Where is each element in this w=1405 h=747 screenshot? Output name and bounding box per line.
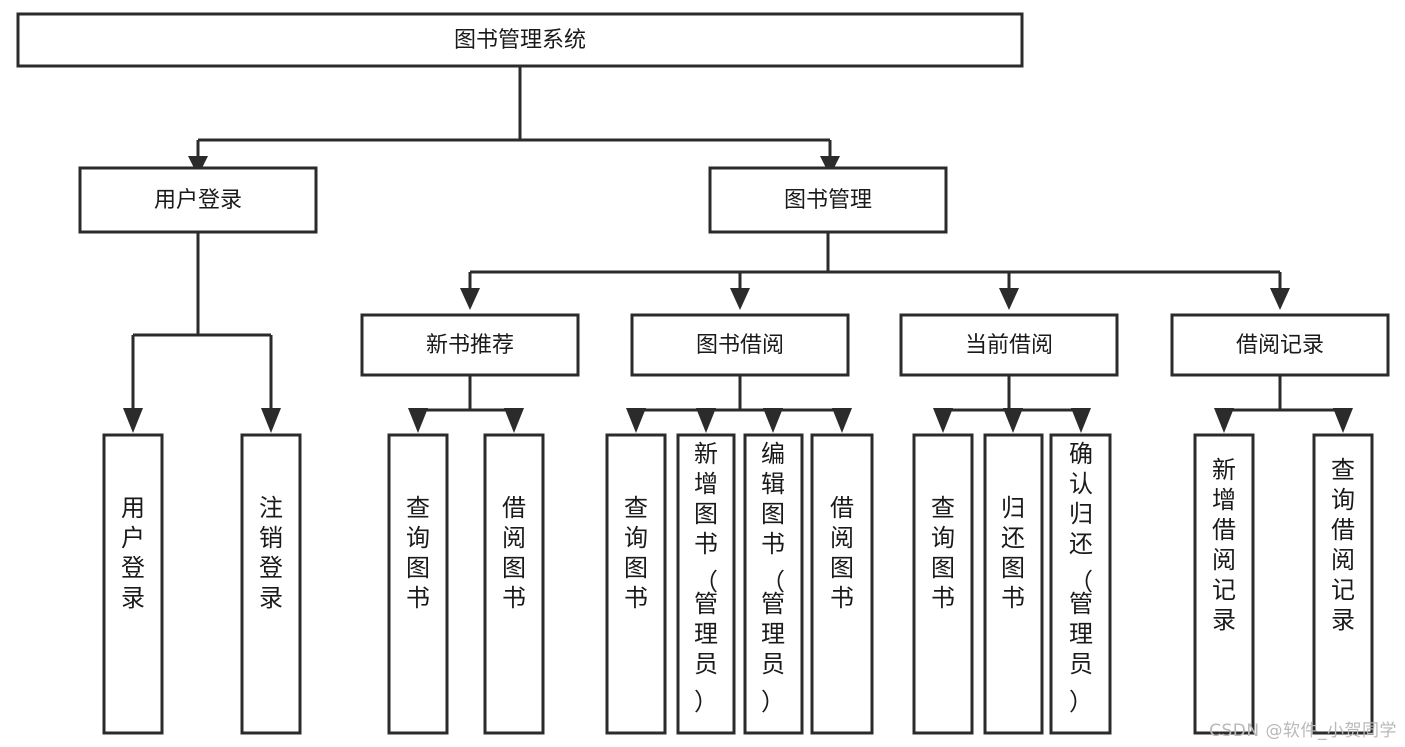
node-leaf-add-book[interactable]: 新增图书（管理员） xyxy=(676,433,736,735)
arrowhead-user-login xyxy=(188,156,208,176)
arrowhead-leaf-return-book xyxy=(1003,408,1023,433)
node-new-book-recommend-box[interactable] xyxy=(360,313,580,377)
node-leaf-borrow-book-1-box[interactable] xyxy=(483,433,545,735)
node-leaf-return-book[interactable]: 归还图书 xyxy=(983,433,1044,735)
node-leaf-query-book-3-label: 查询图书 xyxy=(931,494,955,612)
connector-newbook-to-leaves xyxy=(416,375,516,412)
arrowhead-borrow-record xyxy=(1270,288,1290,310)
node-leaf-query-book-3[interactable]: 查询图书 xyxy=(912,433,974,735)
arrowhead-leaf-query-record xyxy=(1333,408,1353,433)
node-leaf-borrow-book-1-label: 借阅图书 xyxy=(502,494,526,612)
node-new-book-recommend-label: 新书推荐 xyxy=(426,333,514,358)
node-leaf-return-book-label: 归还图书 xyxy=(1001,494,1025,612)
node-leaf-borrow-book-2-label: 借阅图书 xyxy=(830,494,854,612)
arrowhead-leaf-borrow-book-1 xyxy=(504,408,524,433)
connector-borrowrecord-to-leaves xyxy=(1222,375,1345,412)
connector-root-to-level2 xyxy=(196,66,832,158)
node-current-borrow[interactable]: 当前借阅 xyxy=(899,313,1119,377)
node-leaf-borrow-book-1[interactable]: 借阅图书 xyxy=(483,433,545,735)
arrowhead-leaf-confirm-return xyxy=(1071,408,1091,433)
node-leaf-query-book-2-label: 查询图书 xyxy=(624,494,648,612)
arrowhead-leaf-user-login xyxy=(123,408,143,433)
node-root[interactable]: 图书管理系统 xyxy=(16,12,1024,68)
arrowhead-current-borrow xyxy=(999,288,1019,310)
node-leaf-query-book-1[interactable]: 查询图书 xyxy=(387,433,449,735)
node-leaf-logout[interactable]: 注销登录 xyxy=(240,433,302,735)
node-book-borrow[interactable]: 图书借阅 xyxy=(630,313,850,377)
node-layer: 图书管理系统 用户登录 图书管理 新书推荐 图书借阅 当前借阅 借阅记录 xyxy=(16,12,1390,735)
node-leaf-add-record-box[interactable] xyxy=(1193,433,1255,735)
arrowhead-leaf-add-record xyxy=(1214,408,1234,433)
node-book-manage-box[interactable] xyxy=(708,166,948,234)
node-leaf-user-login-label: 用户登录 xyxy=(121,494,145,612)
node-leaf-borrow-book-2-box[interactable] xyxy=(810,433,874,735)
node-leaf-edit-book-label: 编辑图书（管理员） xyxy=(761,440,785,716)
arrowhead-leaf-query-book-3 xyxy=(933,408,953,433)
node-leaf-logout-box[interactable] xyxy=(240,433,302,735)
arrowhead-leaf-edit-book xyxy=(763,408,783,433)
connector-bookborrow-to-leaves xyxy=(634,375,844,412)
node-book-manage[interactable]: 图书管理 xyxy=(708,166,948,234)
node-leaf-add-book-box[interactable] xyxy=(676,433,736,735)
node-user-login[interactable]: 用户登录 xyxy=(78,166,318,234)
node-leaf-return-book-box[interactable] xyxy=(983,433,1044,735)
node-current-borrow-box[interactable] xyxy=(899,313,1119,377)
node-book-borrow-box[interactable] xyxy=(630,313,850,377)
node-leaf-confirm-return[interactable]: 确认归还（管理员） xyxy=(1049,433,1112,735)
node-leaf-add-record-label: 新增借阅记录 xyxy=(1212,456,1236,634)
node-leaf-add-record[interactable]: 新增借阅记录 xyxy=(1193,433,1255,735)
node-leaf-query-book-2[interactable]: 查询图书 xyxy=(605,433,667,735)
node-book-manage-label: 图书管理 xyxy=(784,188,872,213)
node-leaf-edit-book[interactable]: 编辑图书（管理员） xyxy=(743,433,804,735)
arrowhead-new-book-recommend xyxy=(460,288,480,310)
node-borrow-record-box[interactable] xyxy=(1170,313,1390,377)
node-leaf-query-record-box[interactable] xyxy=(1312,433,1374,735)
node-leaf-logout-label: 注销登录 xyxy=(259,494,283,612)
node-leaf-confirm-return-label: 确认归还（管理员） xyxy=(1069,440,1093,716)
node-user-login-label: 用户登录 xyxy=(154,188,242,213)
node-current-borrow-label: 当前借阅 xyxy=(965,333,1053,358)
node-leaf-query-book-2-box[interactable] xyxy=(605,433,667,735)
arrowhead-leaf-logout xyxy=(261,408,281,433)
node-leaf-user-login[interactable]: 用户登录 xyxy=(102,433,164,735)
connector-layer xyxy=(123,66,1353,433)
node-book-borrow-label: 图书借阅 xyxy=(696,333,784,358)
node-user-login-box[interactable] xyxy=(78,166,318,234)
node-leaf-query-book-3-box[interactable] xyxy=(912,433,974,735)
arrowhead-leaf-borrow-book-2 xyxy=(832,408,852,433)
node-new-book-recommend[interactable]: 新书推荐 xyxy=(360,313,580,377)
connector-userlogin-to-leaves xyxy=(131,232,273,410)
connector-bookmanage-to-level3 xyxy=(468,232,1282,290)
node-leaf-add-book-label: 新增图书（管理员） xyxy=(694,440,718,716)
node-root-box[interactable] xyxy=(16,12,1024,68)
node-leaf-user-login-box[interactable] xyxy=(102,433,164,735)
node-borrow-record[interactable]: 借阅记录 xyxy=(1170,313,1390,377)
node-leaf-query-record-label: 查询借阅记录 xyxy=(1331,456,1355,634)
node-leaf-borrow-book-2[interactable]: 借阅图书 xyxy=(810,433,874,735)
node-leaf-query-book-1-label: 查询图书 xyxy=(406,494,430,612)
node-leaf-query-record[interactable]: 查询借阅记录 xyxy=(1312,433,1374,735)
arrowhead-leaf-add-book xyxy=(696,408,716,433)
arrowhead-book-borrow xyxy=(730,288,750,310)
node-leaf-edit-book-box[interactable] xyxy=(743,433,804,735)
arrowhead-book-manage xyxy=(820,156,840,176)
arrowhead-leaf-query-book-1 xyxy=(408,408,428,433)
connector-currentborrow-to-leaves xyxy=(941,375,1083,412)
node-leaf-query-book-1-box[interactable] xyxy=(387,433,449,735)
node-leaf-confirm-return-box[interactable] xyxy=(1049,433,1112,735)
node-borrow-record-label: 借阅记录 xyxy=(1236,333,1324,358)
node-root-label: 图书管理系统 xyxy=(454,28,586,53)
arrowhead-leaf-query-book-2 xyxy=(626,408,646,433)
